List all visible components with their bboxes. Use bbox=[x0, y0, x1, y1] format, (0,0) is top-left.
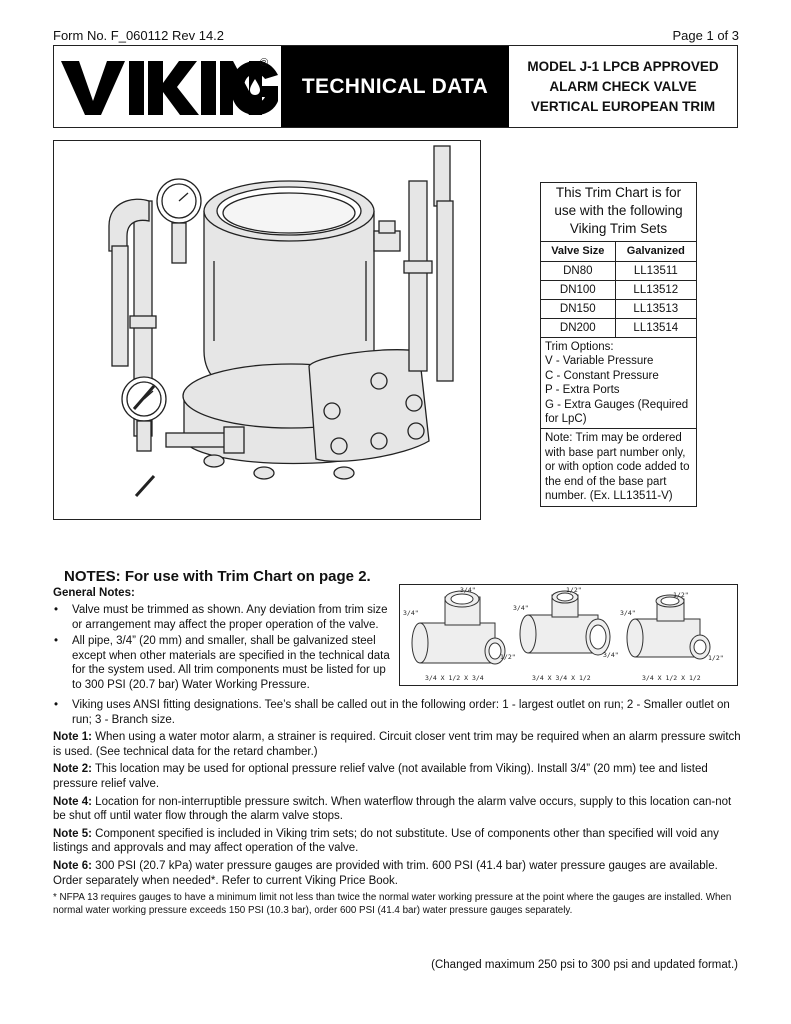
tee-label: 3/4" bbox=[513, 604, 529, 612]
note-label: Note 1: bbox=[53, 731, 92, 744]
column-header: Galvanized bbox=[614, 242, 696, 261]
trim-option: P - Extra Ports bbox=[545, 384, 620, 397]
tee-label: 1/2" bbox=[566, 586, 582, 594]
form-number: Form No. F_060112 Rev 14.2 bbox=[53, 28, 225, 43]
tee-fittings-figure: 3/4" 3/4" 1/2" 3/4 X 1/2 X 3/4 1/2" 3/4"… bbox=[399, 584, 738, 686]
tee-caption: 3/4 X 3/4 X 1/2 bbox=[532, 674, 591, 682]
galvanized-cell: LL13513 bbox=[614, 298, 696, 318]
note-text: Component specified is included in Vikin… bbox=[53, 827, 719, 855]
galvanized-cell: LL13511 bbox=[614, 260, 696, 280]
table-row: DN200 LL13514 bbox=[541, 317, 696, 337]
bullet-item: Valve must be trimmed as shown. Any devi… bbox=[53, 603, 393, 632]
tee-label: 3/4" bbox=[603, 651, 619, 659]
trim-set-table: Valve Size Galvanized DN80 LL13511 DN100… bbox=[541, 242, 696, 337]
trim-option: G - Extra Gauges (Required for LpC) bbox=[545, 398, 689, 426]
change-note: (Changed maximum 250 psi to 300 psi and … bbox=[431, 959, 738, 971]
note-label: Note 2: bbox=[53, 763, 92, 776]
trim-options: Trim Options: V - Variable Pressure C - … bbox=[541, 337, 696, 428]
valve-size-cell: DN80 bbox=[541, 260, 616, 280]
note-5: Note 5: Component specified is included … bbox=[53, 827, 745, 856]
trim-option: C - Constant Pressure bbox=[545, 369, 659, 382]
note-label: Note 6: bbox=[53, 859, 92, 872]
viking-logo: ® bbox=[54, 46, 281, 127]
table-row: DN100 LL13512 bbox=[541, 279, 696, 299]
valve-size-cell: DN100 bbox=[541, 279, 616, 299]
technical-data-label: TECHNICAL DATA bbox=[281, 46, 509, 127]
valve-size-cell: DN200 bbox=[541, 317, 616, 337]
notes-title: NOTES: For use with Trim Chart on page 2… bbox=[64, 568, 371, 585]
trim-options-title: Trim Options: bbox=[545, 341, 614, 353]
general-notes-list: Valve must be trimmed as shown. Any devi… bbox=[53, 603, 393, 695]
table-row: DN150 LL13513 bbox=[541, 298, 696, 318]
tee-label: 1/2" bbox=[673, 591, 689, 599]
tee-label: 1/2" bbox=[500, 653, 516, 661]
tee-caption: 3/4 X 1/2 X 3/4 bbox=[425, 674, 484, 682]
footnote: * NFPA 13 requires gauges to have a mini… bbox=[53, 892, 732, 917]
note-6: Note 6: 300 PSI (20.7 kPa) water pressur… bbox=[53, 859, 745, 888]
note-text: Location for non-interruptible pressure … bbox=[53, 795, 732, 823]
note-label: Note 5: bbox=[53, 827, 92, 840]
notes-body: Viking uses ANSI fitting designations. T… bbox=[53, 698, 745, 920]
tee-label: 3/4" bbox=[620, 609, 636, 617]
column-header: Valve Size bbox=[551, 245, 605, 258]
document-header: ® TECHNICAL DATA MODEL J-1 LPCB APPROVED… bbox=[53, 45, 738, 128]
page-number: Page 1 of 3 bbox=[672, 28, 740, 43]
registered-mark: ® bbox=[260, 57, 269, 69]
note-text: This location may be used for optional p… bbox=[53, 763, 708, 790]
note-2: Note 2: This location may be used for op… bbox=[53, 762, 745, 791]
trim-note: Note: Trim may be ordered with base part… bbox=[541, 428, 696, 506]
note-1: Note 1: When using a water motor alarm, … bbox=[53, 730, 745, 759]
note-text: When using a water motor alarm, a strain… bbox=[53, 731, 741, 758]
alarm-check-valve-drawing bbox=[53, 140, 481, 520]
model-title: MODEL J-1 LPCB APPROVED ALARM CHECK VALV… bbox=[509, 46, 737, 127]
bullet-item: All pipe, 3/4” (20 mm) and smaller, shal… bbox=[53, 634, 393, 692]
tee-caption: 3/4 X 1/2 X 1/2 bbox=[642, 674, 701, 682]
galvanized-cell: LL13514 bbox=[614, 317, 696, 337]
note-text: 300 PSI (20.7 kPa) water pressure gauges… bbox=[53, 859, 718, 887]
trim-chart: This Trim Chart is for use with the foll… bbox=[540, 182, 697, 508]
model-line-2: ALARM CHECK VALVE bbox=[549, 78, 697, 94]
tee-label: 3/4" bbox=[403, 609, 419, 617]
general-notes-label: General Notes: bbox=[53, 587, 135, 599]
tee-label: 3/4" bbox=[460, 586, 476, 594]
note-label: Note 4: bbox=[53, 795, 92, 808]
trim-chart-intro: This Trim Chart is for use with the foll… bbox=[541, 183, 696, 242]
galvanized-cell: LL13512 bbox=[614, 279, 696, 299]
model-line-1: MODEL J-1 LPCB APPROVED bbox=[527, 58, 719, 74]
bullet-item: Viking uses ANSI fitting designations. T… bbox=[53, 698, 745, 727]
valve-size-cell: DN150 bbox=[541, 298, 616, 318]
tee-label: 1/2" bbox=[708, 654, 724, 662]
note-4: Note 4: Location for non-interruptible p… bbox=[53, 795, 745, 824]
model-line-3: VERTICAL EUROPEAN TRIM bbox=[530, 98, 716, 114]
trim-option: V - Variable Pressure bbox=[545, 355, 654, 368]
table-row: DN80 LL13511 bbox=[541, 260, 696, 280]
